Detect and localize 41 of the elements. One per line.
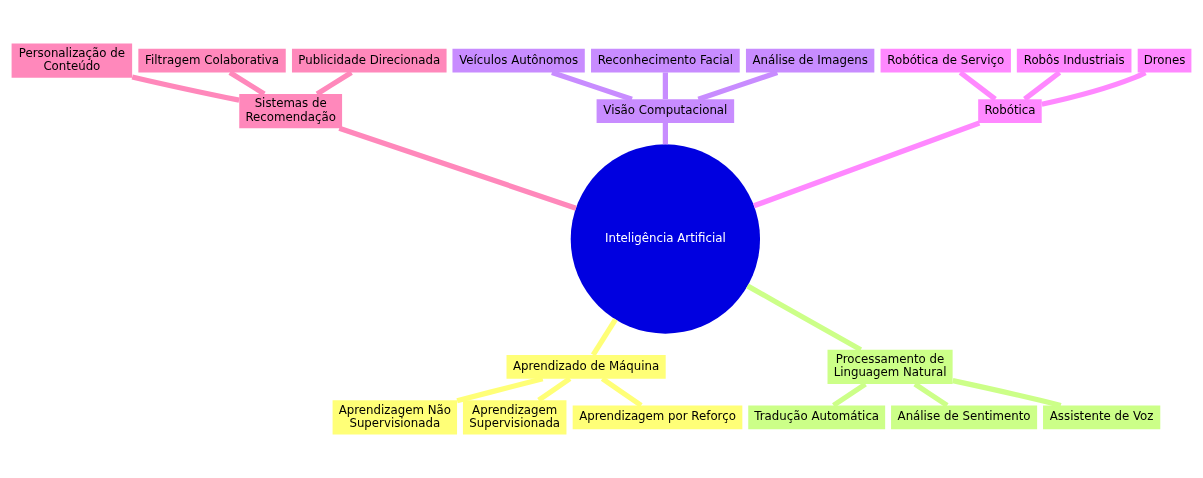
connector	[600, 376, 643, 408]
node-circle: Inteligência Artificial	[570, 144, 761, 334]
connector	[551, 69, 633, 102]
node-box: Aprendizagem Supervisionada	[462, 400, 567, 435]
connector	[662, 72, 668, 100]
connector	[338, 125, 577, 211]
node-box: Aprendizagem por Reforço	[572, 405, 743, 430]
node-box: Reconhecimento Facial	[591, 48, 740, 73]
node-box: Processamento de Linguagem Natural	[827, 349, 953, 384]
connector	[315, 70, 353, 97]
node-box: Veículos Autônomos	[452, 48, 585, 73]
connector	[590, 317, 618, 357]
connector	[952, 378, 1062, 409]
node-box: Robótica	[978, 99, 1042, 123]
connector	[753, 120, 981, 209]
connector	[746, 283, 863, 353]
node-box: Drones	[1137, 48, 1192, 73]
connector	[958, 70, 997, 102]
connector	[662, 123, 668, 145]
connector	[456, 376, 544, 404]
connector	[913, 381, 949, 408]
connector	[537, 376, 572, 403]
connector	[131, 74, 240, 103]
node-box: Visão Computacional	[596, 99, 735, 123]
node-box: Aprendizado de Máquina	[506, 355, 666, 379]
connector	[228, 70, 266, 97]
connector	[1041, 70, 1147, 107]
node-box: Análise de Imagens	[745, 48, 875, 73]
node-box: Análise de Sentimento	[891, 405, 1038, 430]
node-box: Filtragem Colaborativa	[138, 48, 286, 73]
node-box: Assistente de Voz	[1043, 405, 1161, 430]
node-box: Personalização de Conteúdo	[11, 43, 133, 78]
node-box: Robótica de Serviço	[880, 48, 1011, 73]
node-box: Sistemas de Recomendação	[239, 94, 343, 129]
connector	[1023, 70, 1062, 102]
node-box: Tradução Automática	[748, 405, 886, 430]
connector	[832, 381, 867, 408]
node-box: Robôs Industriais	[1016, 48, 1132, 73]
node-box: Publicidade Direcionada	[291, 48, 447, 73]
connector	[697, 69, 779, 102]
node-box: Aprendizagem Não Supervisionada	[332, 400, 458, 435]
